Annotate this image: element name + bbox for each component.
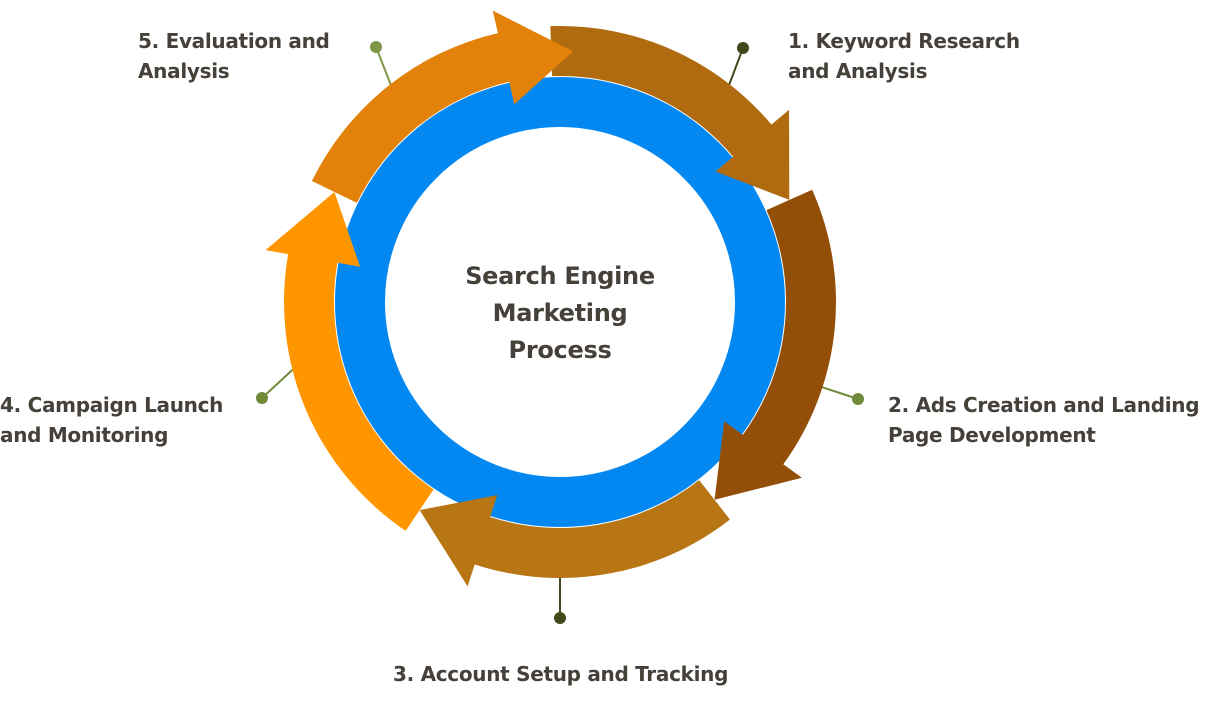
connector-dot-5 <box>370 41 382 53</box>
connector-line-4 <box>261 367 295 399</box>
inner-blue-ring <box>335 77 785 527</box>
step-label-3: 3. Account Setup and Tracking <box>393 662 729 686</box>
connector-line-5 <box>375 46 393 87</box>
connector-line-1 <box>727 47 744 87</box>
connector-dot-3 <box>554 612 566 624</box>
connector-line-2 <box>820 385 859 400</box>
connector-dot-4 <box>256 392 268 404</box>
center-title: Search Engine Marketing Process <box>465 262 655 364</box>
arrow-segment-5 <box>311 10 574 203</box>
connector-dot-2 <box>852 393 864 405</box>
arrow-segment-4 <box>265 191 434 531</box>
step-label-2: 2. Ads Creation and Landing Page Develop… <box>888 393 1200 447</box>
connector-dot-1 <box>737 42 749 54</box>
step-label-4: 4. Campaign Launch and Monitoring <box>0 393 224 447</box>
step-label-5: 5. Evaluation and Analysis <box>138 29 330 83</box>
arrow-segment-2 <box>714 189 837 500</box>
arrow-segment-3 <box>419 480 730 587</box>
arrow-segment-1 <box>550 26 790 200</box>
step-label-1: 1. Keyword Research and Analysis <box>788 29 1020 83</box>
